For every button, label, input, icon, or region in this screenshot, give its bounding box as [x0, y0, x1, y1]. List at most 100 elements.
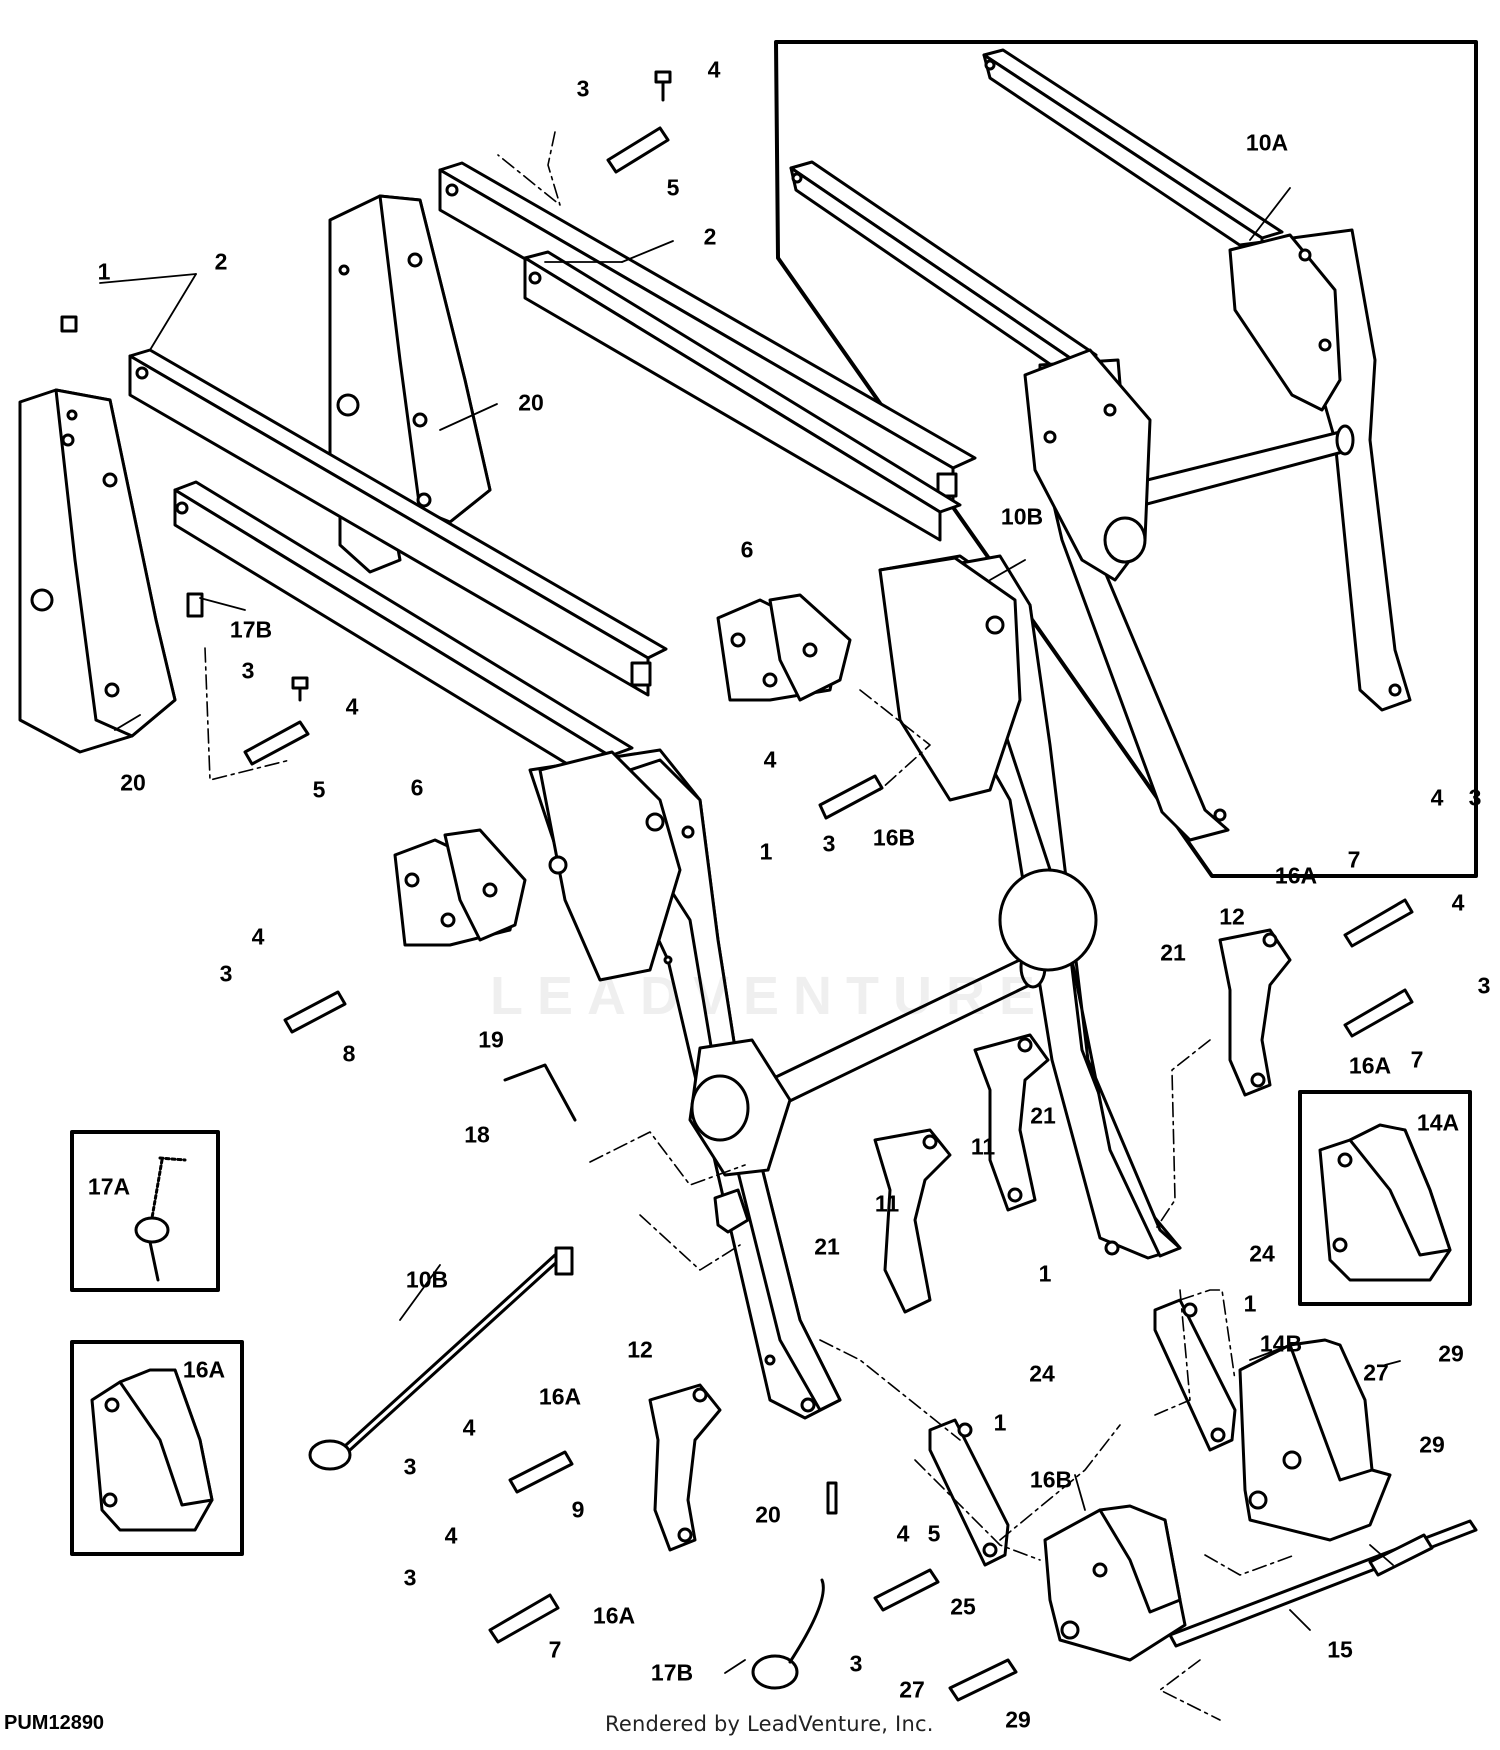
callout-1-mid: 1 [759, 838, 773, 865]
callout-18-lower: 16A [538, 1383, 582, 1410]
watermark-text: LEADVENTURE [490, 966, 1050, 1026]
grease-fitting-1-left [60, 315, 78, 333]
pin-5-lower [873, 1568, 940, 1612]
pin-29-lower [948, 1658, 1018, 1702]
callout-4-lower-left: 4 [251, 923, 265, 950]
callout-7-bottom: 7 [548, 1636, 562, 1663]
bolt-4-top [654, 70, 672, 102]
callout-3-bottom-left: 3 [403, 1564, 417, 1591]
link-12-upper [973, 1033, 1050, 1212]
callout-29-right: 29 [1419, 1431, 1445, 1458]
pivot-plate-6-upper [716, 593, 852, 702]
link-13-lower [648, 1383, 722, 1552]
callout-6-lower: 6 [410, 774, 424, 801]
callout-3-lower-left: 3 [219, 960, 233, 987]
bolt-4-left [291, 676, 309, 702]
callout-10a: 10A [1245, 129, 1289, 156]
leader-2-left-b [149, 273, 197, 351]
brace-11 [308, 1246, 574, 1471]
callout-4-bottom-mid: 4 [896, 1520, 910, 1547]
callout-20-right: 20 [518, 389, 544, 416]
callout-29-bottom: 29 [1005, 1706, 1031, 1733]
callout-5-bottom: 5 [927, 1520, 941, 1547]
callout-7-right-top: 7 [1347, 846, 1361, 873]
link-26-upper [1153, 1298, 1237, 1452]
inset-17a-box [70, 1130, 220, 1292]
callout-13-upper: 12 [1219, 903, 1245, 930]
callout-12-lower: 11 [874, 1190, 900, 1217]
callout-4-top: 4 [707, 56, 721, 83]
callout-3-bottom: 3 [849, 1650, 863, 1677]
callout-1-left: 1 [97, 258, 111, 285]
callout-12-upper: 11 [970, 1133, 996, 1160]
callout-19: 16B [872, 824, 916, 851]
callout-6-upper: 6 [740, 536, 754, 563]
callout-13-lower: 12 [627, 1336, 653, 1363]
callout-25-mid: 21 [1030, 1102, 1056, 1129]
pin-8 [283, 990, 347, 1034]
link-13-upper [1218, 928, 1292, 1097]
callout-16b: 16B [1029, 1466, 1073, 1493]
link-12-lower [873, 1128, 952, 1314]
callout-4-left: 4 [345, 693, 359, 720]
callout-1-lower: 1 [1038, 1260, 1052, 1287]
callout-22: 18 [464, 1121, 490, 1148]
lynch-pin-17b [751, 1578, 825, 1690]
callout-27-bottom: 27 [899, 1676, 925, 1703]
pin-9 [508, 1450, 574, 1494]
callout-1-bottom: 1 [993, 1409, 1007, 1436]
callout-10b: 10B [1000, 503, 1044, 530]
callout-26-lower: 24 [1029, 1360, 1055, 1387]
callout-9: 9 [571, 1496, 585, 1523]
callout-27-right: 27 [1363, 1359, 1389, 1386]
callout-23: 19 [478, 1026, 504, 1053]
callout-26-upper: 24 [1249, 1240, 1275, 1267]
callout-3-right-mid: 3 [1477, 972, 1491, 999]
bracket-16b [1043, 1504, 1187, 1662]
callout-18-bottom: 16A [592, 1602, 636, 1629]
pin-5-top [606, 126, 670, 174]
callout-14a: 14A [1416, 1109, 1460, 1136]
figure-code: PUM12890 [4, 1712, 105, 1734]
cotter-pin-23 [503, 1063, 577, 1122]
inset-10a-box [774, 40, 1478, 878]
boom-assembly-10a [789, 48, 1412, 842]
callout-4-bottom: 4 [444, 1522, 458, 1549]
callout-21: 17B [229, 616, 273, 643]
callout-3-lower: 3 [403, 1453, 417, 1480]
cross-tube-2-center [523, 250, 962, 542]
callout-5-left: 5 [312, 776, 326, 803]
callout-2-upper: 2 [703, 223, 717, 250]
callout-4-right-mid: 4 [1451, 889, 1465, 916]
pin-19 [818, 774, 884, 820]
pin-7-upper-right [1343, 898, 1414, 948]
callout-18-right-top: 16A [1274, 862, 1318, 889]
pivot-plate-6-lower [393, 828, 527, 947]
callout-2-left: 2 [214, 248, 228, 275]
callout-8: 8 [342, 1040, 356, 1067]
callout-1-lower-right: 1 [1243, 1290, 1257, 1317]
callout-25-lower: 21 [814, 1233, 840, 1260]
callout-25-upper: 21 [1160, 939, 1186, 966]
link-26-lower [928, 1418, 1010, 1567]
callout-3-mid: 3 [822, 830, 836, 857]
callout-7-right-mid: 7 [1410, 1046, 1424, 1073]
bracket-14b [1238, 1338, 1392, 1542]
callout-3-top: 3 [576, 75, 590, 102]
pin-7-mid-right [1343, 988, 1414, 1038]
callout-28: 25 [950, 1593, 976, 1620]
inset-14a-box [1298, 1090, 1472, 1306]
callout-16a: 16A [182, 1356, 226, 1383]
cross-tube-2-upper [438, 161, 977, 507]
inset-16a-box [70, 1340, 244, 1556]
mounting-bracket-20-left [18, 388, 177, 754]
callout-17a: 17A [87, 1173, 131, 1200]
cross-tube-lower [173, 480, 634, 792]
cross-tube-2-middle [128, 348, 668, 697]
callout-4-mid: 4 [763, 746, 777, 773]
render-credit: Rendered by LeadVenture, Inc. [605, 1712, 934, 1736]
callout-17b: 17B [650, 1659, 694, 1686]
callout-4-lower: 4 [462, 1414, 476, 1441]
callout-11: 10B [405, 1266, 449, 1293]
